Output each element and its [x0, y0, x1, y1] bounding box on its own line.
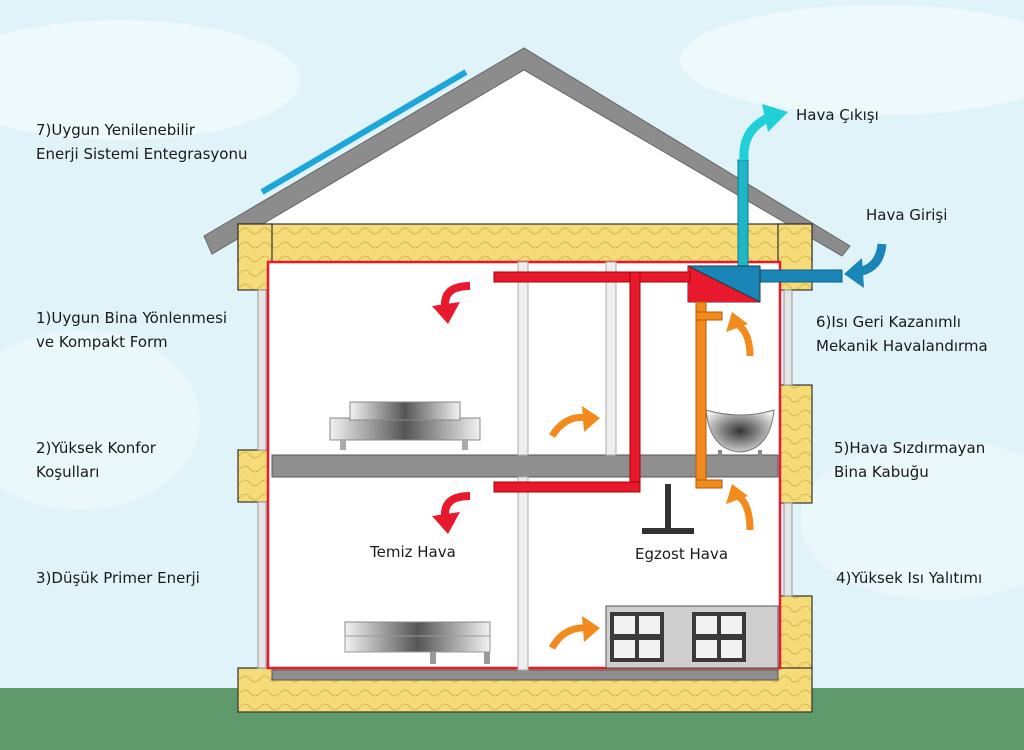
sofa-icon [344, 621, 491, 664]
exhaust-vent-icon [642, 484, 694, 534]
roof [203, 47, 851, 257]
wall-left-window-lower [257, 501, 267, 669]
wall-insulation-right-mid [777, 384, 813, 504]
exhaust-air-duct [695, 301, 723, 489]
label-renewable-energy: 7)Uygun Yenilenebilir Enerji Sistemi Ent… [36, 121, 248, 163]
label-fresh-air: Temiz Hava [370, 543, 456, 561]
roof-insulation [237, 223, 813, 263]
cloud [0, 20, 300, 140]
partition-upper-2 [605, 261, 617, 456]
label-exhaust-air: Egzost Hava [635, 545, 729, 563]
heat-recovery-unit [687, 265, 761, 303]
inlet-duct-horizontal [759, 269, 843, 283]
cloud [0, 330, 200, 510]
attic-gable [246, 66, 800, 226]
exhaust-arrow-duct-lower-icon [726, 484, 754, 531]
cloud [680, 5, 1024, 115]
fresh-air-duct [493, 271, 691, 493]
exhaust-arrow-upper-room-icon [549, 406, 600, 438]
armchair-icon [705, 409, 775, 458]
cloud [800, 440, 1024, 600]
label-orientation: 1)Uygun Bina Yönlenmesi ve Kompakt Form [36, 309, 228, 351]
wall-right-window-lower [783, 502, 793, 597]
wall-right-window-upper [783, 289, 793, 386]
label-insulation: 4)Yüksek Isı Yalıtımı [836, 569, 983, 587]
fresh-air-arrow-lower-icon [432, 492, 471, 534]
kitchen-cabinets-icon [605, 605, 779, 669]
wall-insulation-left-top [237, 223, 273, 291]
partition-upper-1 [517, 261, 529, 456]
partition-lower [517, 476, 529, 671]
label-air-inlet: Hava Girişi [866, 206, 948, 224]
exhaust-arrow-kitchen-icon [548, 616, 600, 650]
label-comfort: 2)Yüksek Konfor Koşulları [36, 439, 156, 481]
solar-panel [260, 69, 468, 195]
label-primary-energy: 3)Düşük Primer Enerji [36, 569, 200, 587]
wall-insulation-right-bottom [777, 595, 813, 671]
fresh-air-arrow-upper-icon [432, 282, 471, 324]
air-outlet-arrow-icon [739, 104, 788, 161]
label-heat-recovery: 6)Isı Geri Kazanımlı Mekanik Havalandırm… [816, 313, 988, 355]
outlet-duct-vertical [737, 159, 749, 269]
ground-floor-slab [271, 669, 779, 681]
air-inlet-arrow-icon [844, 243, 887, 288]
wall-insulation-left-mid [237, 449, 273, 503]
label-airtight: 5)Hava Sızdırmayan Bina Kabuğu [834, 439, 986, 481]
label-air-outlet: Hava Çıkışı [796, 106, 879, 124]
wall-left-window-upper [257, 289, 267, 451]
exhaust-arrow-duct-upper-icon [726, 312, 754, 357]
bed-icon [329, 401, 481, 450]
